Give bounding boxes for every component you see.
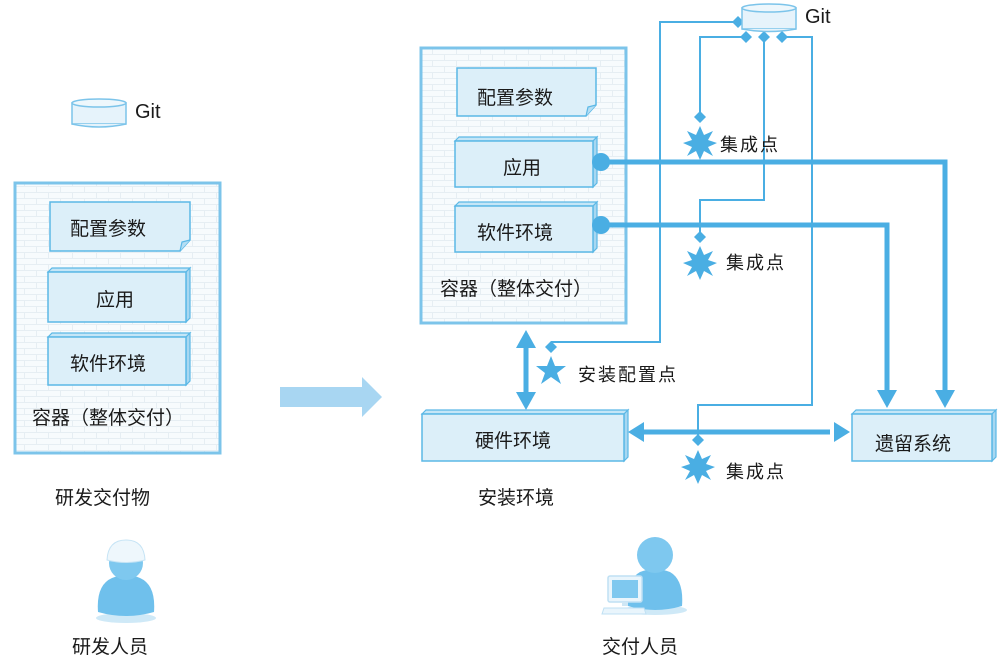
app-label-left: 应用 — [96, 289, 135, 311]
thick-connectors — [523, 159, 948, 435]
software-env-box-left — [46, 331, 192, 387]
container-label-left: 容器（整体交付） — [32, 407, 185, 429]
app-box-left — [46, 266, 192, 324]
config-doc-left — [49, 201, 191, 252]
developer-person-icon — [96, 539, 156, 623]
git-connector-lines — [551, 21, 813, 436]
delivery-person-label: 交付人员 — [602, 636, 679, 658]
computer-icon — [601, 575, 647, 615]
config-label-left: 配置参数 — [70, 218, 147, 240]
software-env-box-right — [453, 200, 599, 254]
integration-point-icon-3 — [681, 450, 715, 484]
hardware-env-box — [420, 408, 630, 463]
developer-label: 研发人员 — [72, 636, 149, 658]
config-label-right: 配置参数 — [477, 87, 554, 109]
connector-endpoints — [516, 153, 955, 442]
software-env-label-right: 软件环境 — [477, 222, 554, 244]
install-env-caption: 安装环境 — [478, 487, 555, 509]
integration-point-label-1: 集成点 — [720, 135, 780, 156]
install-config-point-icon — [536, 356, 566, 384]
git-label-right: Git — [805, 6, 831, 28]
app-label-right: 应用 — [503, 157, 542, 179]
git-repo-icon-right — [741, 3, 797, 33]
integration-point-icon-1 — [683, 126, 717, 160]
app-box-right — [453, 135, 599, 189]
integration-point-icon-2 — [683, 246, 717, 280]
integration-point-label-3: 集成点 — [726, 462, 786, 483]
install-config-point-label: 安装配置点 — [578, 365, 678, 386]
git-repo-icon-left — [71, 98, 127, 128]
deliverable-caption: 研发交付物 — [55, 487, 151, 509]
integration-point-label-2: 集成点 — [726, 253, 786, 274]
hardware-env-label: 硬件环境 — [475, 430, 552, 452]
container-label-right: 容器（整体交付） — [440, 278, 593, 300]
legacy-system-box — [850, 408, 998, 463]
software-env-label-left: 软件环境 — [70, 353, 147, 375]
connector-diamonds — [545, 16, 788, 446]
legacy-system-label: 遗留系统 — [875, 433, 952, 455]
git-label-left: Git — [135, 101, 161, 123]
delivery-person-icon — [601, 537, 687, 615]
config-doc-right — [456, 67, 597, 117]
transition-arrow — [280, 377, 382, 417]
